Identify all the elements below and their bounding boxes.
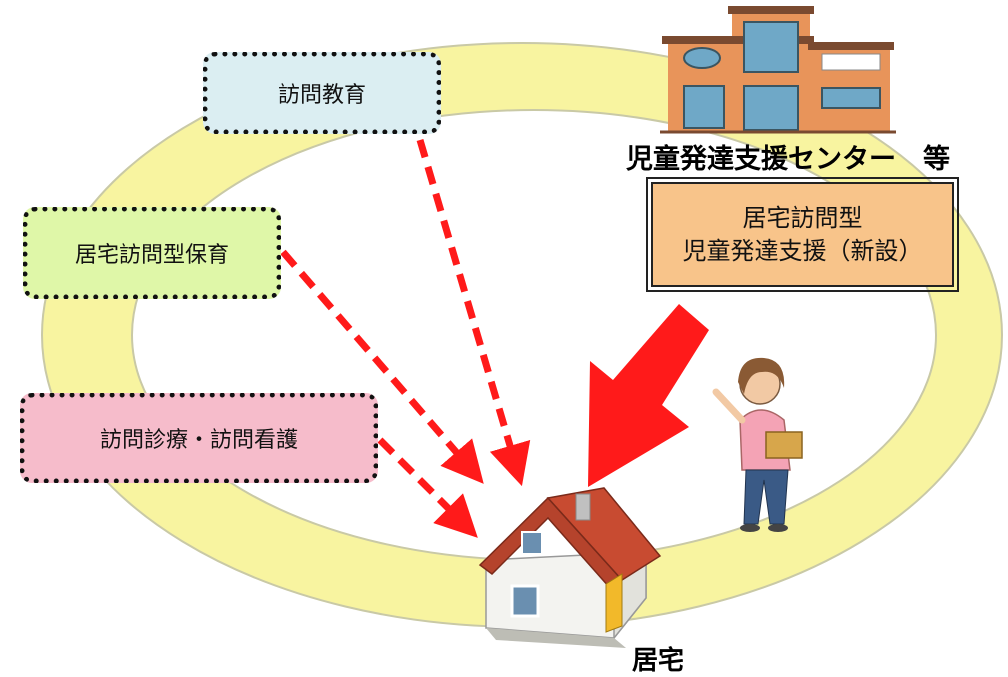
main-arrow [588, 304, 709, 487]
new-service-line1: 居宅訪問型 [742, 204, 863, 233]
arrow-home-care [280, 249, 484, 484]
service-home-visit-childcare: 居宅訪問型保育 [23, 207, 281, 299]
house-icon [478, 487, 662, 648]
service-medical: 訪問診療・訪問看護 [20, 393, 378, 483]
arrow-medical [377, 437, 478, 538]
service-home-visit-childcare-label: 居宅訪問型保育 [74, 243, 229, 268]
building-icon [660, 6, 896, 134]
home-label: 居宅 [632, 646, 685, 676]
new-service-line2: 児童発達支援（新設） [682, 236, 923, 265]
service-medical-label: 訪問診療・訪問看護 [99, 428, 298, 453]
center-label: 児童発達支援センター 等 [626, 144, 950, 175]
new-service-box: 居宅訪問型 児童発達支援（新設） [646, 177, 959, 292]
service-visit-education: 訪問教育 [203, 52, 441, 134]
service-visit-education-label: 訪問教育 [277, 83, 366, 108]
person-icon [712, 357, 803, 532]
arrow-visit-edu [416, 139, 531, 487]
